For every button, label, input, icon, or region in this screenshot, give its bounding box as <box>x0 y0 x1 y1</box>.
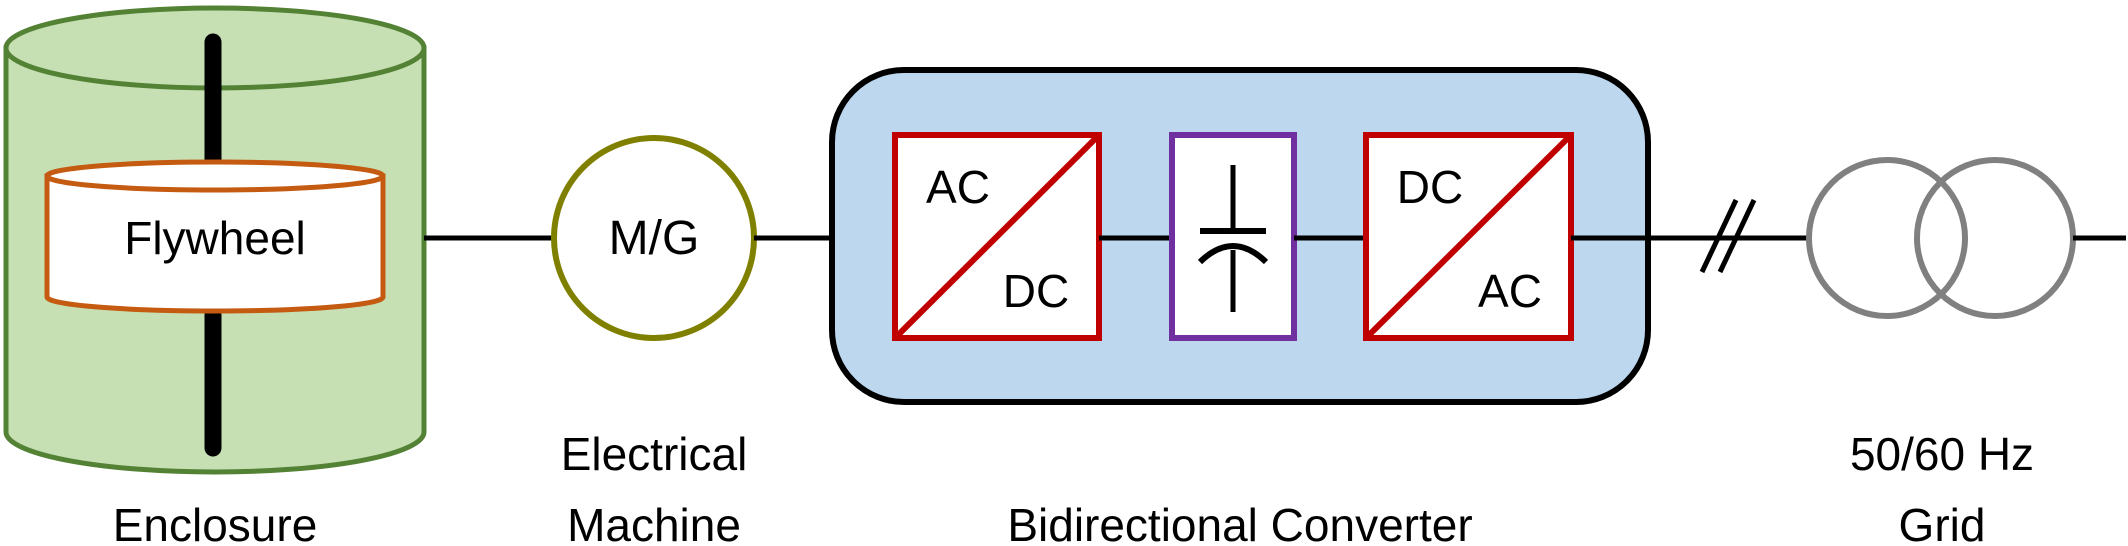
machine-label: M/G <box>609 212 700 265</box>
transformer-primary-coil <box>1806 157 1968 319</box>
inverter-bottom-label: AC <box>1478 265 1542 317</box>
flywheel: Flywheel <box>44 159 386 314</box>
transformer-secondary-coil <box>1914 157 2076 319</box>
inverter-diagonal <box>1363 132 1574 341</box>
electrical-machine: M/G <box>551 135 757 341</box>
grid-transformer <box>1806 157 2076 319</box>
rectifier-block: AC DC <box>892 132 1102 341</box>
inverter-block: DC AC <box>1363 132 1574 341</box>
caption-machine-line2: Machine <box>567 499 741 546</box>
caption-enclosure: Enclosure <box>113 499 318 546</box>
dc-link-capacitor <box>1169 132 1297 341</box>
flywheel-label: Flywheel <box>124 212 306 264</box>
rectifier-diagonal <box>892 132 1102 341</box>
rectifier-top-label: AC <box>926 161 990 213</box>
rectifier-bottom-label: DC <box>1003 265 1069 317</box>
caption-grid-line1: 50/60 Hz <box>1850 428 2034 480</box>
bidirectional-converter: AC DC DC AC <box>829 67 1651 405</box>
flywheel-body <box>44 173 386 314</box>
caption-grid-line2: Grid <box>1899 499 1986 546</box>
inverter-top-label: DC <box>1397 161 1463 213</box>
flywheel-top <box>44 159 386 193</box>
capacitor-curved-plate <box>1197 243 1269 265</box>
caption-machine-line1: Electrical <box>561 428 748 480</box>
caption-converter: Bidirectional Converter <box>1007 499 1472 546</box>
three-phase-hash <box>1699 198 1757 274</box>
